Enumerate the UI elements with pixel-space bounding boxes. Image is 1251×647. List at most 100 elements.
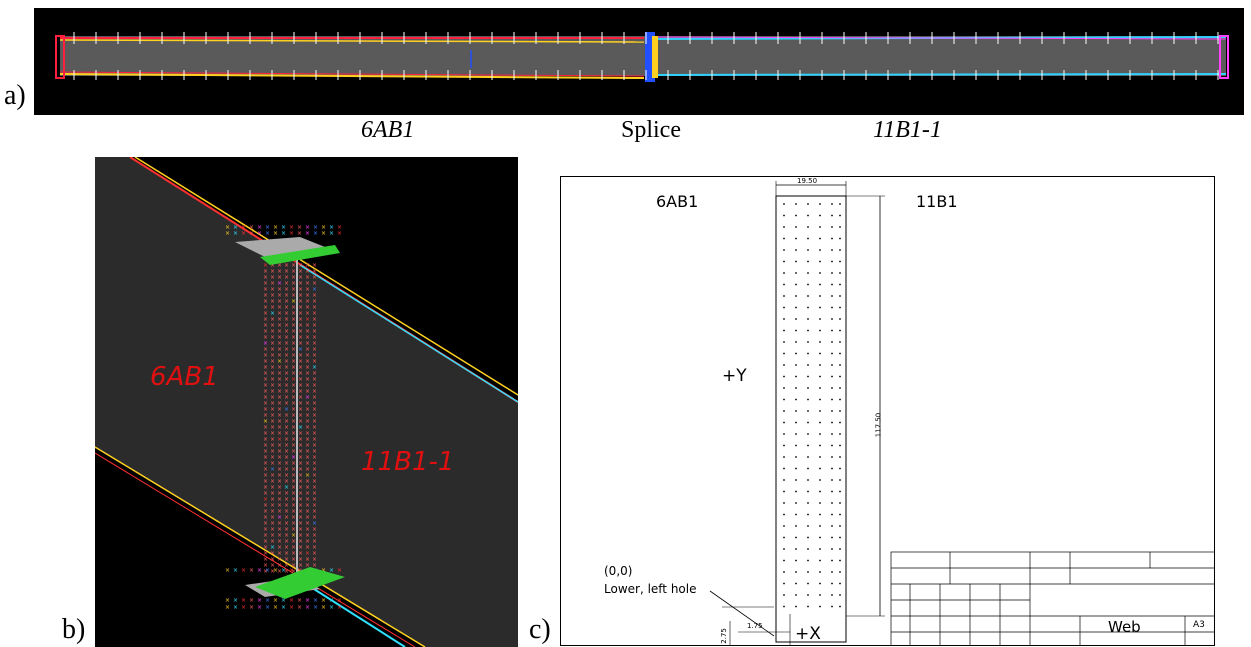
flange-bolt-marker: × [305,230,310,237]
flange-bolt-marker: × [329,567,334,574]
bolt-marker: × [312,322,317,329]
bolt-marker: × [291,532,296,539]
bolt-marker: × [305,538,310,545]
bolt-hole [807,582,809,585]
bolt-marker: × [284,430,289,437]
bolt-marker: × [305,334,310,341]
bolt-marker: × [298,316,303,323]
bolt-marker: × [277,406,282,413]
bolt-marker: × [298,466,303,473]
bolt-marker: × [277,310,282,317]
flange-bolt-marker: × [297,604,302,611]
bolt-marker: × [305,328,310,335]
bolt-marker: × [312,454,317,461]
bolt-hole [819,203,821,205]
bolt-hole [807,536,809,539]
bolt-marker: × [312,460,317,467]
bolt-marker: × [312,544,317,551]
bolt-hole [783,272,785,274]
bolt-marker: × [312,340,317,347]
bolt-marker: × [284,508,289,515]
bolt-marker: × [298,262,303,269]
bolt-marker: × [305,346,310,353]
bolt-hole [783,237,785,240]
title-block [890,551,1215,646]
bolt-hole [831,467,833,470]
flange-bolt-marker: × [225,597,230,604]
bolt-hole [783,479,785,481]
bolt-hole [795,571,797,573]
bolt-hole [819,237,821,240]
bolt-hole [819,536,821,539]
height-dimension: 117.50 [874,412,883,438]
bolt-marker: × [277,490,282,497]
bolt-hole [807,226,809,228]
bolt-marker: × [312,502,317,509]
bolt-marker: × [312,376,317,383]
bolt-marker: × [284,406,289,413]
bolt-marker: × [291,400,296,407]
bolt-hole [831,226,833,228]
bolt-hole [783,226,785,228]
bolt-marker: × [305,472,310,479]
bolt-marker: × [305,322,310,329]
bolt-marker: × [284,526,289,533]
bolt-marker: × [312,496,317,503]
bolt-hole [807,341,809,343]
bolt-marker: × [270,478,275,485]
bolt-marker: × [305,478,310,485]
bolt-marker: × [305,514,310,521]
bolt-marker: × [298,508,303,515]
bolt-marker: × [291,502,296,509]
flange-bolt-marker: × [241,604,246,611]
bolt-hole [783,525,785,527]
bolt-marker: × [284,304,289,311]
bolt-marker: × [284,286,289,293]
bolt-hole [795,272,797,274]
flange-bolt-marker: × [281,604,286,611]
bolt-marker: × [305,424,310,431]
bolt-hole [839,226,841,228]
bolt-hole [807,467,809,470]
bolt-marker: × [312,352,317,359]
bolt-marker: × [263,292,268,299]
bolt-marker: × [263,430,268,437]
bolt-marker: × [305,562,310,569]
bolt-marker: × [305,268,310,275]
bolt-marker: × [270,286,275,293]
bolt-hole [839,214,841,217]
bolt-hole [807,203,809,205]
bolt-hole [795,352,797,355]
bolt-marker: × [298,490,303,497]
flange-bolt-marker: × [329,597,334,604]
bolt-marker: × [305,460,310,467]
bolt-hole [795,364,797,366]
bolt-hole [795,410,797,412]
bolt-hole [831,525,833,527]
bolt-hole [795,249,797,251]
bolt-hole [783,548,785,550]
bolt-marker: × [277,346,282,353]
bolt-hole [839,272,841,274]
bolt-marker: × [312,334,317,341]
bolt-marker: × [277,442,282,449]
bolt-marker: × [270,394,275,401]
bolt-marker: × [298,442,303,449]
bolt-marker: × [263,532,268,539]
bolt-marker: × [284,274,289,281]
bolt-marker: × [305,340,310,347]
bolt-hole [807,421,809,424]
bolt-marker: × [270,280,275,287]
bolt-marker: × [277,430,282,437]
bolt-hole [831,582,833,585]
flange-bolt-marker: × [257,567,262,574]
bolt-marker: × [277,532,282,539]
bolt-hole [807,329,809,332]
bolt-marker: × [305,544,310,551]
bolt-hole [839,203,841,205]
bolt-marker: × [305,502,310,509]
bolt-marker: × [270,520,275,527]
bolt-marker: × [263,556,268,563]
flange-bolt-marker: × [321,597,326,604]
bolt-marker: × [305,262,310,269]
